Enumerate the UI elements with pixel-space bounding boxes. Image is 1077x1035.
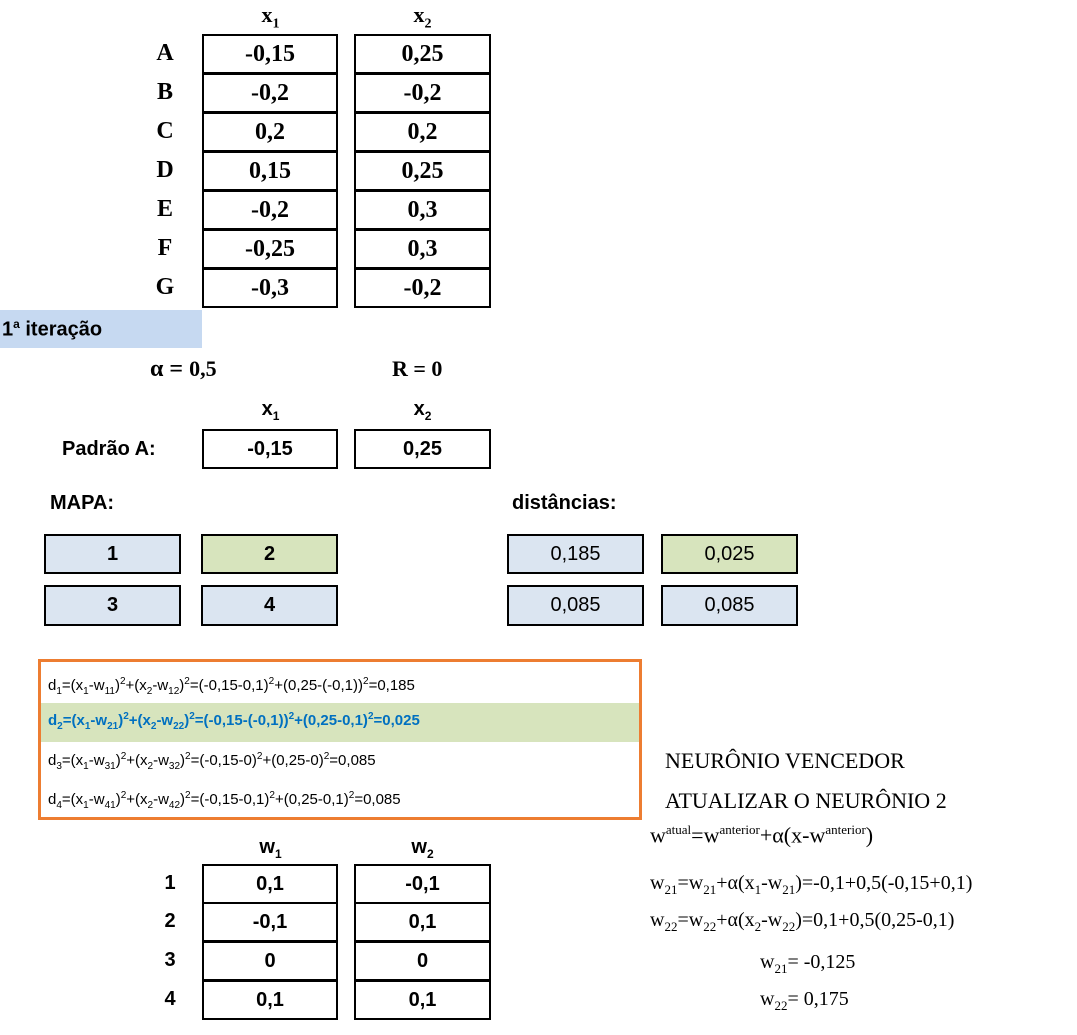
weight-cell-w1: 0,1: [202, 980, 338, 1020]
r-param: R = 0: [392, 356, 443, 381]
col-header-x2: x2: [413, 2, 432, 32]
weight-cell-w1: 0,1: [202, 864, 338, 904]
equation-d2: d2=(x1-w21)2+(x2-w22)2=(-0,15-(-0,1))2+(…: [48, 711, 420, 732]
weight-cell-w1: 0: [202, 941, 338, 981]
weight-row-label: 4: [164, 988, 176, 1010]
table-cell-x2: -0,2: [354, 73, 491, 113]
distances-label: distâncias:: [512, 492, 617, 514]
col-header-x1: x1: [261, 2, 280, 32]
w22-result: w22= 0,175: [760, 988, 849, 1013]
weight-row-label: 3: [164, 949, 176, 971]
weight-cell-w2: 0,1: [354, 980, 491, 1020]
row-label: D: [156, 157, 174, 183]
weight-cell-w2: 0: [354, 941, 491, 981]
table-cell-x1: -0,2: [202, 73, 338, 113]
pattern-x2: 0,25: [354, 429, 491, 469]
row-label: G: [155, 274, 175, 300]
row-label: B: [156, 79, 173, 105]
winner-note: NEURÔNIO VENCEDOR: [665, 748, 905, 773]
weight-cell-w1: -0,1: [202, 902, 338, 942]
equation-d1: d1=(x1-w11)2+(x2-w12)2=(-0,15-0,1)2+(0,2…: [48, 676, 415, 697]
pattern-header-x2: x2: [413, 398, 432, 423]
winner-highlight: [41, 703, 639, 742]
row-label: E: [156, 196, 173, 222]
weight-row-label: 1: [164, 872, 176, 894]
distance-cell-2: 0,025: [661, 534, 798, 574]
table-cell-x1: 0,15: [202, 151, 338, 191]
map-label: MAPA:: [50, 492, 115, 514]
equation-d3: d3=(x1-w31)2+(x2-w32)2=(-0,15-0)2+(0,25-…: [48, 751, 376, 772]
equation-d4: d4=(x1-w41)2+(x2-w42)2=(-0,15-0,1)2+(0,2…: [48, 790, 401, 811]
table-cell-x2: 0,25: [354, 151, 491, 191]
w21-rule: w21=w21+α(x1-w21)=-0,1+0,5(-0,15+0,1): [650, 872, 973, 897]
table-cell-x2: -0,2: [354, 268, 491, 308]
table-cell-x2: 0,25: [354, 34, 491, 74]
iteration-label: 1a iteração: [2, 317, 103, 341]
distance-cell-4: 0,085: [661, 585, 798, 626]
update-rule: watual=wanterior+α(x-wanterior): [650, 822, 874, 848]
weight-cell-w2: -0,1: [354, 864, 491, 904]
weight-cell-w2: 0,1: [354, 902, 491, 942]
w22-rule: w22=w22+α(x2-w22)=0,1+0,5(0,25-0,1): [650, 909, 955, 934]
table-cell-x1: 0,2: [202, 112, 338, 152]
map-cell-2: 2: [201, 534, 338, 574]
w21-result: w21= -0,125: [760, 951, 856, 976]
weights-header-w1: w1: [259, 836, 282, 861]
distance-equations-box: [38, 659, 642, 820]
row-label: A: [156, 40, 174, 66]
map-cell-4: 4: [201, 585, 338, 626]
weight-row-label: 2: [164, 910, 176, 932]
pattern-label: Padrão A:: [62, 438, 156, 460]
map-cell-1: 1: [44, 534, 181, 574]
map-cell-3: 3: [44, 585, 181, 626]
table-cell-x2: 0,3: [354, 190, 491, 230]
table-cell-x1: -0,3: [202, 268, 338, 308]
distance-cell-3: 0,085: [507, 585, 644, 626]
pattern-header-x1: x1: [261, 398, 280, 423]
pattern-x1: -0,15: [202, 429, 338, 469]
update-note: ATUALIZAR O NEURÔNIO 2: [665, 788, 947, 813]
table-cell-x1: -0,2: [202, 190, 338, 230]
distance-cell-1: 0,185: [507, 534, 644, 574]
row-label: C: [156, 118, 174, 144]
table-cell-x1: -0,25: [202, 229, 338, 269]
row-label: F: [157, 235, 173, 261]
table-cell-x2: 0,3: [354, 229, 491, 269]
weights-header-w2: w2: [411, 836, 434, 861]
table-cell-x2: 0,2: [354, 112, 491, 152]
iteration-banner: 1a iteração: [0, 310, 202, 348]
alpha-param: α = 0,5: [150, 356, 217, 382]
table-cell-x1: -0,15: [202, 34, 338, 74]
